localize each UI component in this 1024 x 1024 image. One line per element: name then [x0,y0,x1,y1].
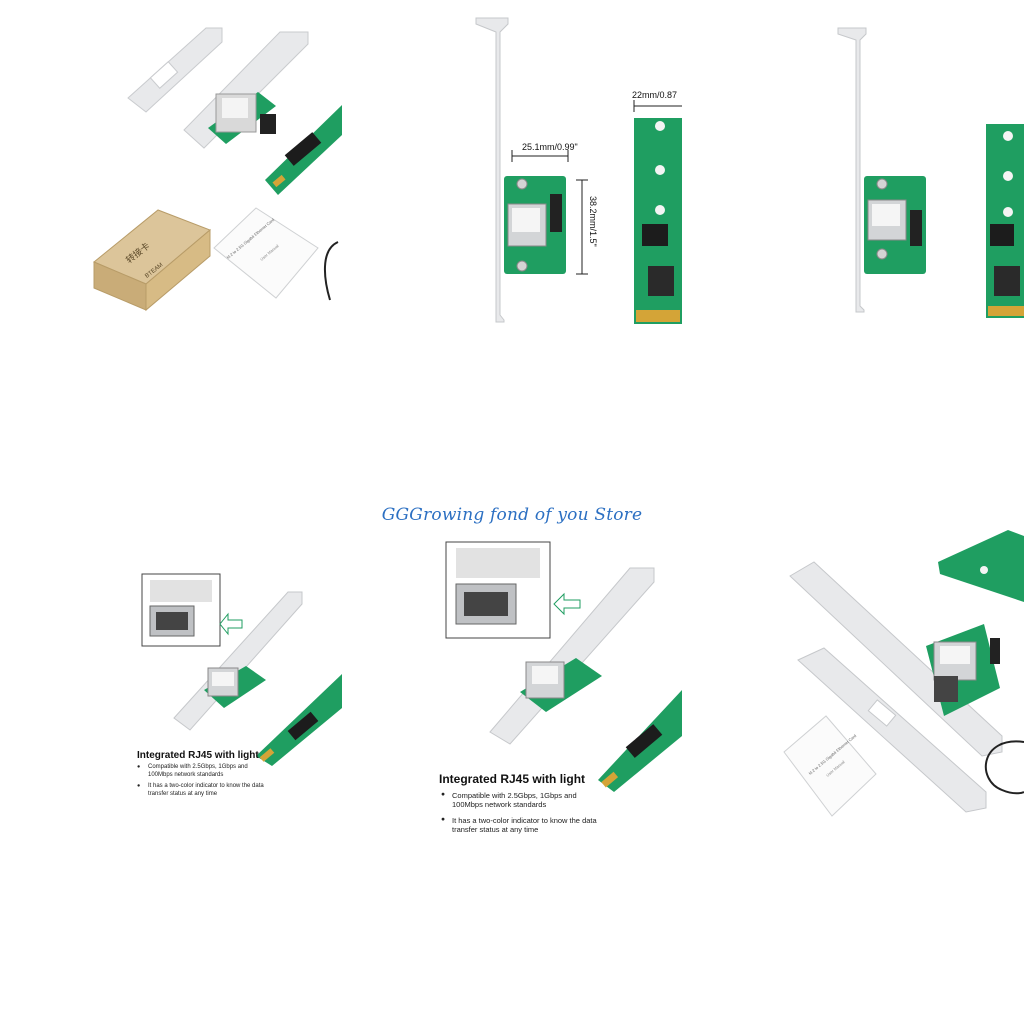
feature-image-small: Integrated RJ45 with light Compatible wi… [120,570,342,800]
package-contents-image: 转接卡 BTEAM M.2 to 2.5G Gigabit Ethernet C… [80,10,342,330]
product-front-image [830,10,1024,330]
height-dimension-label: 38.2mm/1.5" [588,196,598,247]
feature-image-large: Integrated RJ45 with light Compatible wi… [430,540,682,840]
feature-bullet-large-2: It has a two-color indicator to know the… [441,816,612,835]
product-front-illustration [837,27,1024,318]
feature-title-small: Integrated RJ45 with light [137,750,259,761]
feature-title-large: Integrated RJ45 with light [439,772,586,786]
dimensions-illustration [475,17,682,324]
feature-illustration-small [141,573,342,766]
store-name: GGGrowing fond of you Store [381,505,643,525]
accessories-image: M.2 to 2.5G Gigabit Ethernet Card User M… [780,530,1024,830]
feature-illustration-large [445,541,682,792]
dimensions-image: 25.1mm/0.99" 38.2mm/1.5" 22mm/0.87 [470,10,682,330]
width-dimension-label: 25.1mm/0.99" [522,142,578,152]
feature-bullet-small-2: It has a two-color indicator to know the… [137,783,268,798]
feature-bullet-large-1: Compatible with 2.5Gbps, 1Gbps and 100Mb… [441,791,602,810]
feature-bullet-small-1: Compatible with 2.5Gbps, 1Gbps and 100Mb… [137,764,268,779]
card-width-dimension-label: 22mm/0.87 [632,90,678,100]
accessories-illustration [783,530,1024,817]
package-contents-illustration [93,27,342,312]
